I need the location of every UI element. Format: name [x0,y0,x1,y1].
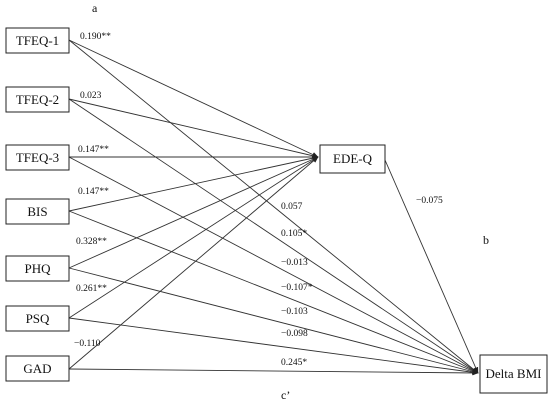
coef-a-psq: 0.261** [76,284,107,294]
node-tfeq2-label: TFEQ-2 [16,92,59,107]
edge-phq-to-delta-bmi [68,267,479,375]
edge-psq-to-edeq [68,156,319,319]
coef-cprime-phq: −0.103 [281,307,308,317]
edge-psq-to-delta-bmi [68,317,479,375]
c-prime-path-coefficients: 0.057 0.105* −0.013 −0.107* −0.103 −0.09… [281,202,313,368]
nodes: TFEQ-1 TFEQ-2 TFEQ-3 BIS PHQ PSQ GAD ED [5,27,548,394]
node-tfeq3: TFEQ-3 [5,144,70,171]
node-bis-label: BIS [27,204,47,219]
node-tfeq3-label: TFEQ-3 [16,150,59,165]
edge-tfeq1-to-delta-bmi [68,39,479,374]
edge-tfeq1-to-edeq [68,39,319,158]
coef-cprime-tfeq2: 0.105* [281,229,307,239]
a-path-coefficients: 0.190** 0.023 0.147** 0.147** 0.328** 0.… [74,32,111,349]
edge-tfeq2-to-edeq [68,98,319,159]
coef-cprime-bis: −0.107* [281,283,313,293]
edges [68,39,479,376]
coef-a-tfeq3: 0.147** [78,145,109,155]
edge-phq-to-edeq [68,156,319,269]
node-psq: PSQ [5,305,70,332]
coef-cprime-tfeq1: 0.057 [281,202,303,212]
node-tfeq1: TFEQ-1 [5,27,70,54]
edge-edeq-to-delta-bmi [384,159,479,374]
node-bis: BIS [5,198,70,225]
coef-cprime-gad: 0.245* [281,358,307,368]
edge-gad-to-edeq [68,156,319,370]
node-edeq-label: EDE-Q [333,151,373,166]
panel-letter-b: b [483,233,489,247]
coef-a-tfeq1: 0.190** [80,32,111,42]
node-gad-label: GAD [23,361,51,376]
panel-letter-a: a [92,1,98,15]
edge-bis-to-delta-bmi [68,210,479,374]
edge-tfeq3-to-delta-bmi [68,156,479,374]
node-phq-label: PHQ [24,261,51,276]
edge-tfeq2-to-delta-bmi [68,98,479,374]
node-delta-bmi-label: Delta BMI [486,366,542,381]
coef-cprime-psq: −0.098 [281,329,308,339]
node-delta-bmi: Delta BMI [479,354,548,394]
coef-b-edeq: −0.075 [416,196,443,206]
node-gad: GAD [5,355,70,382]
node-phq: PHQ [5,255,70,282]
panel-letter-c-prime: c’ [281,388,290,402]
coef-a-gad: −0.110 [74,339,101,349]
edge-gad-to-delta-bmi [68,368,479,376]
coef-a-tfeq2: 0.023 [80,91,102,101]
node-tfeq1-label: TFEQ-1 [16,33,59,48]
coef-cprime-tfeq3: −0.013 [281,258,308,268]
node-tfeq2: TFEQ-2 [5,86,70,113]
coef-a-bis: 0.147** [78,187,109,197]
node-edeq: EDE-Q [319,144,386,174]
edge-bis-to-edeq [68,155,319,212]
node-psq-label: PSQ [26,311,50,326]
coef-a-phq: 0.328** [76,237,107,247]
panel-letters: a b c’ [92,1,489,402]
